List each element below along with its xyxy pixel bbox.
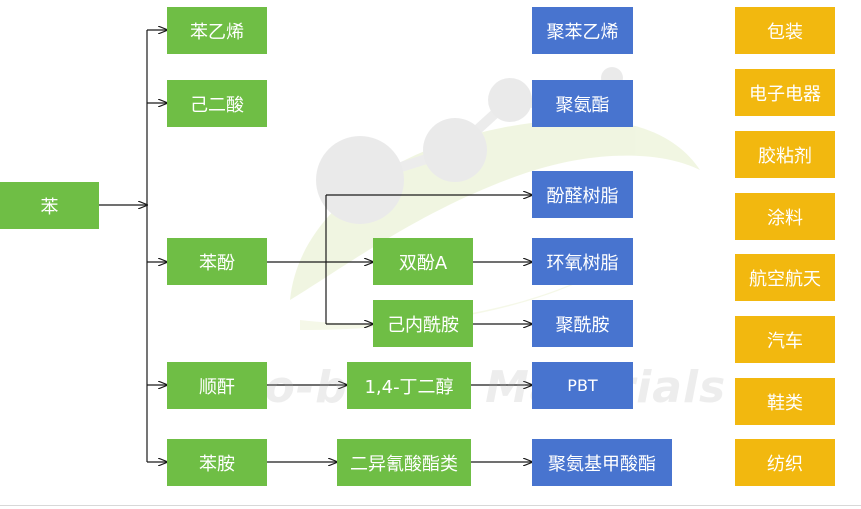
- node-polyurethane-ester: 聚氨酯: [532, 80, 633, 127]
- node-butanediol: 1,4-丁二醇: [347, 362, 471, 409]
- node-aniline: 苯胺: [167, 439, 267, 486]
- app-aerospace: 航空航天: [735, 254, 835, 301]
- app-textiles: 纺织: [735, 439, 835, 486]
- watermark-logo: [290, 67, 700, 330]
- app-coatings: 涂料: [735, 193, 835, 240]
- node-styrene: 苯乙烯: [167, 7, 267, 54]
- connector-lines: [99, 30, 532, 462]
- app-automotive: 汽车: [735, 316, 835, 363]
- node-epoxy-resin: 环氧树脂: [532, 238, 633, 285]
- node-polyurethane: 聚氨基甲酸酯: [532, 439, 672, 486]
- node-caprolactam: 己内酰胺: [373, 300, 473, 347]
- node-bisphenol-a: 双酚A: [373, 238, 473, 285]
- node-phenol: 苯酚: [167, 238, 267, 285]
- node-phenolic-resin: 酚醛树脂: [532, 171, 633, 218]
- bottom-divider: [0, 505, 861, 506]
- node-benzene: 苯: [0, 182, 99, 229]
- node-maleic-anhydride: 顺酐: [167, 362, 267, 409]
- node-polystyrene: 聚苯乙烯: [532, 7, 633, 54]
- node-pbt: PBT: [532, 362, 633, 409]
- app-footwear: 鞋类: [735, 378, 835, 425]
- app-adhesives: 胶粘剂: [735, 131, 835, 178]
- node-polyamide: 聚酰胺: [532, 300, 633, 347]
- app-packaging: 包装: [735, 7, 835, 54]
- node-adipic-acid: 己二酸: [167, 80, 267, 127]
- app-electronics: 电子电器: [735, 69, 835, 116]
- node-isocyanates: 二异氰酸酯类: [337, 439, 471, 486]
